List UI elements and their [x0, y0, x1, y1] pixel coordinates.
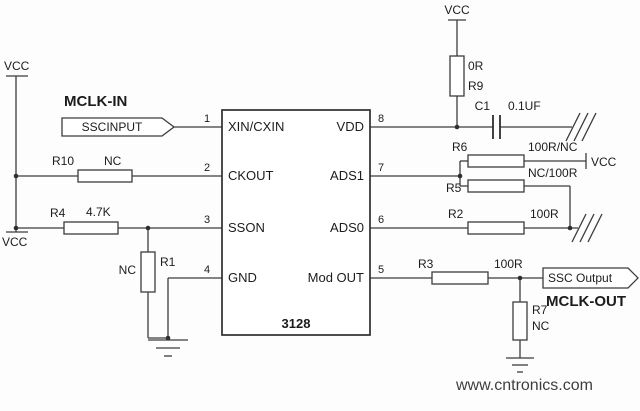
wires: [15, 20, 586, 358]
r4-value: 4.7K: [86, 205, 111, 219]
r9-ref: R9: [468, 79, 484, 93]
ic-pin-name-ads0: ADS0: [330, 220, 364, 235]
pin-number-2: 2: [204, 162, 210, 174]
resistor-r6: R6 100R/NC: [452, 140, 578, 168]
watermark-text: www.cntronics.com: [455, 377, 593, 394]
resistor-r1: R1 NC: [119, 251, 176, 293]
vcc-symbol-bottom-left: VCC: [2, 231, 28, 249]
output-port-tag: SSC Output: [542, 267, 639, 289]
resistor-r3: R3 100R: [418, 257, 523, 285]
junction-dots: [13, 124, 573, 341]
r6-value: 100R/NC: [528, 140, 578, 154]
vcc-bottom-left-label: VCC: [2, 235, 28, 249]
vcc-top-label: VCC: [444, 3, 470, 17]
resistor-r2: R2 100R: [448, 207, 559, 235]
pin-number-3: 3: [204, 214, 210, 226]
mclk-out-label: MCLK-OUT: [546, 293, 626, 310]
ic-pin-name-gnd: GND: [228, 270, 257, 285]
r6-ref: R6: [452, 140, 468, 154]
resistor-r9: 0R R9: [449, 55, 484, 97]
ic-pin-name-vdd: VDD: [337, 119, 364, 134]
resistor-r7: R7 NC: [512, 301, 550, 341]
r10-value: NC: [104, 154, 122, 168]
ground-symbol-mid-right: [571, 213, 603, 243]
r1-ref: R1: [160, 255, 176, 269]
c1-ref: C1: [475, 99, 491, 113]
pin-number-7: 7: [378, 162, 384, 174]
r3-value: 100R: [494, 257, 523, 271]
ic-pin-name-ads1: ADS1: [330, 168, 364, 183]
r4-ref: R4: [50, 206, 66, 220]
vcc-symbol-right: VCC: [585, 153, 617, 169]
ic-pin-name-sson: SSON: [228, 220, 265, 235]
r5-ref: R5: [446, 181, 462, 195]
ic-pin-name-xin: XIN/CXIN: [228, 119, 284, 134]
pin-number-1: 1: [204, 113, 210, 125]
pin-number-8: 8: [378, 113, 384, 125]
r5-value: NC/100R: [528, 166, 578, 180]
pin-number-4: 4: [204, 264, 210, 276]
ic-3128: XIN/CXIN CKOUT SSON GND VDD ADS1 ADS0 Mo…: [221, 109, 371, 336]
r2-value: 100R: [530, 207, 559, 221]
r7-value: NC: [532, 319, 550, 333]
r10-ref: R10: [52, 154, 74, 168]
mclk-in-label: MCLK-IN: [64, 93, 127, 110]
vcc-top-left-label: VCC: [4, 59, 30, 73]
r3-ref: R3: [418, 257, 434, 271]
sscinput-tag-label: SSCINPUT: [82, 120, 143, 134]
ic-part-number: 3128: [282, 316, 311, 331]
pin-number-6: 6: [378, 214, 384, 226]
ground-symbol-bottom-right: [506, 357, 534, 373]
pin-numbers: 1 2 3 4 8 7 6 5: [204, 113, 384, 276]
ground-symbol-top-right: [565, 112, 597, 142]
input-port-tag: SSCINPUT: [61, 117, 176, 137]
resistor-r5: R5 NC/100R: [446, 166, 578, 195]
ic-pin-name-modout: Mod OUT: [308, 270, 364, 285]
vcc-right-label: VCC: [591, 155, 617, 169]
c1-value: 0.1UF: [508, 99, 541, 113]
ground-symbol-left: [148, 339, 188, 357]
vcc-symbol-top-left: VCC: [4, 59, 30, 77]
pin-number-5: 5: [378, 264, 384, 276]
ic-pin-name-ckout: CKOUT: [228, 168, 274, 183]
resistor-r4: R4 4.7K: [50, 205, 119, 235]
resistor-r10: R10 NC: [52, 154, 133, 183]
capacitor-c1: C1 0.1UF: [475, 99, 541, 139]
r1-value: NC: [119, 263, 137, 277]
vcc-symbol-top: VCC: [444, 3, 470, 21]
r9-value: 0R: [468, 59, 484, 73]
ssc-output-tag-label: SSC Output: [548, 271, 613, 285]
r2-ref: R2: [448, 207, 464, 221]
r7-ref: R7: [532, 303, 548, 317]
